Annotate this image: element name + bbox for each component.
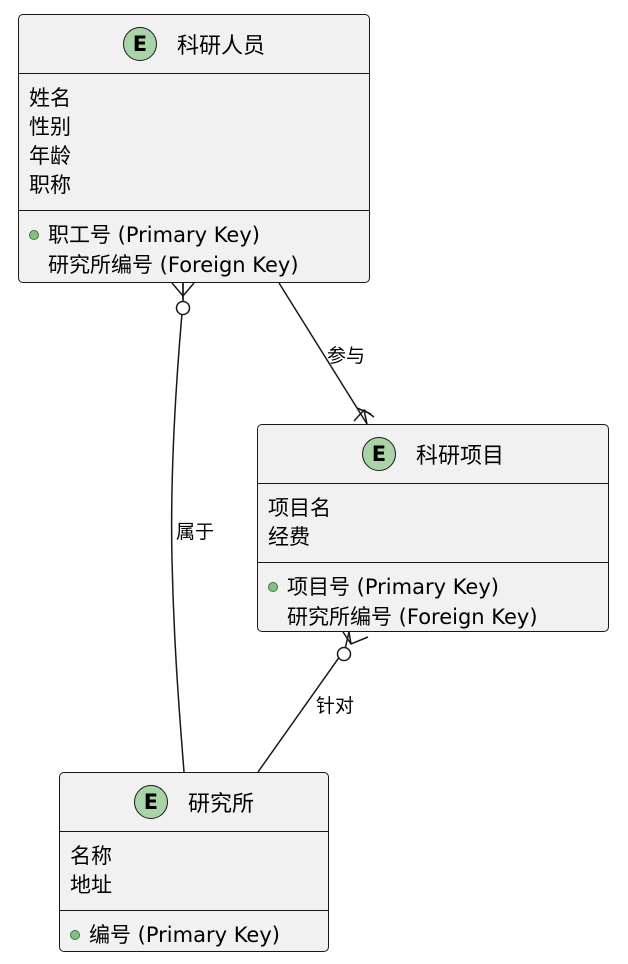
key-item: 项目号 (Primary Key) [268, 572, 598, 602]
entity-title: 研究所 [187, 792, 254, 817]
key-list: 编号 (Primary Key) [60, 911, 328, 958]
entity-icon: E [122, 27, 157, 61]
belongs-optional-circle [175, 300, 191, 316]
entity-icon: E [133, 785, 168, 819]
key-text: 研究所编号 (Foreign Key) [48, 253, 299, 277]
relationship-label-belongs: 属于 [176, 521, 215, 543]
key-item: 研究所编号 (Foreign Key) [29, 250, 359, 280]
attribute-list: 项目名 经费 [258, 484, 608, 563]
attribute-item: 年龄 [29, 144, 71, 168]
primary-key-icon [268, 582, 278, 592]
attribute-item: 名称 [70, 844, 112, 868]
key-text: 项目号 (Primary Key) [287, 575, 499, 599]
key-item: 编号 (Primary Key) [70, 920, 318, 950]
primary-key-icon [70, 930, 80, 940]
key-text: 研究所编号 (Foreign Key) [287, 605, 538, 629]
entity-icon: E [361, 437, 396, 471]
relationship-label-target: 针对 [316, 695, 355, 717]
key-list: 职工号 (Primary Key) 研究所编号 (Foreign Key) [19, 211, 369, 288]
entity-researcher[interactable]: E 科研人员 姓名 性别 年龄 职称 职工号 (Primary Key) 研究所… [18, 14, 370, 283]
attribute-item: 性别 [29, 115, 71, 139]
belongs-crowfoot [171, 282, 195, 300]
attribute-item: 职称 [29, 173, 71, 197]
entity-header: E 科研项目 [258, 425, 608, 484]
key-text: 编号 (Primary Key) [89, 923, 280, 947]
attribute-item: 项目名 [268, 496, 331, 520]
key-item: 研究所编号 (Foreign Key) [268, 602, 598, 632]
attribute-list: 姓名 性别 年龄 职称 [19, 74, 369, 211]
attribute-item: 经费 [268, 525, 310, 549]
participate-connector [278, 282, 368, 425]
entity-institute[interactable]: E 研究所 名称 地址 编号 (Primary Key) [59, 772, 329, 952]
key-list: 项目号 (Primary Key) 研究所编号 (Foreign Key) [258, 563, 608, 640]
participate-crowfoot [353, 407, 375, 425]
entity-title: 科研项目 [415, 444, 504, 469]
relationship-label-participate: 参与 [327, 345, 366, 367]
entity-header: E 科研人员 [19, 15, 369, 74]
key-text: 职工号 (Primary Key) [48, 223, 260, 247]
belongs-connector [170, 283, 185, 773]
target-crowfoot [342, 631, 369, 645]
key-item: 职工号 (Primary Key) [29, 220, 359, 250]
entity-project[interactable]: E 科研项目 项目名 经费 项目号 (Primary Key) 研究所编号 (F… [257, 424, 609, 632]
attribute-list: 名称 地址 [60, 832, 328, 911]
target-optional-circle [336, 646, 352, 662]
primary-key-icon [29, 230, 39, 240]
attribute-item: 姓名 [29, 86, 71, 110]
entity-header: E 研究所 [60, 773, 328, 832]
attribute-item: 地址 [70, 873, 112, 897]
entity-title: 科研人员 [176, 34, 265, 59]
